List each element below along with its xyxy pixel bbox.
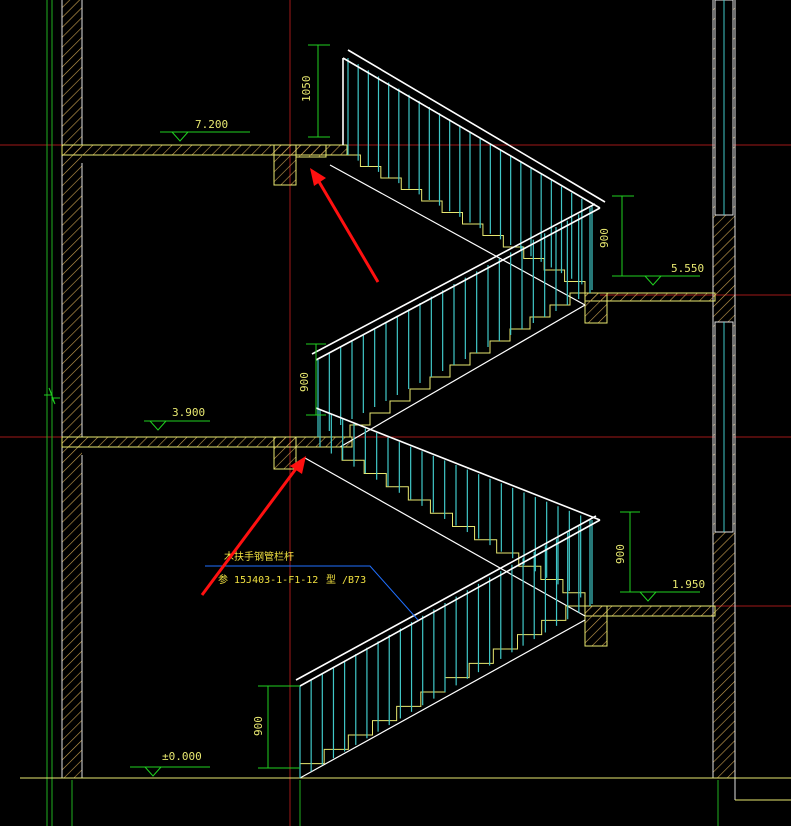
dimension-label-rail-mid: 900 — [298, 372, 311, 392]
elevation-label-upper-landing: 5.550 — [671, 262, 704, 275]
dimension-label-rail-upper-landing: 900 — [598, 228, 611, 248]
elevation-label-mid: 3.900 — [172, 406, 205, 419]
dimension-label-rail-lower-landing: 900 — [614, 544, 627, 564]
handrails — [295, 49, 606, 687]
flight-upper-mid-soffit — [339, 304, 586, 448]
arrow-lower — [200, 465, 300, 596]
railing-annotation: 木扶手钢管栏杆 参 15J403-1-F1-12 型 /B73 — [205, 550, 419, 621]
flight-top-soffit — [329, 164, 586, 306]
elevation-label-ground: ±0.000 — [162, 750, 202, 763]
left-wall — [61, 0, 83, 778]
flight-mid-steps — [320, 446, 586, 606]
red-arrows — [200, 168, 380, 596]
elevation-label-top: 7.200 — [195, 118, 228, 131]
arrow-upper — [316, 179, 380, 283]
annotation-reference: 参 15J403-1-F1-12 — [218, 573, 318, 586]
landing-lower — [584, 605, 716, 647]
floor-slab-top — [61, 144, 348, 186]
flight-bottom-soffit — [299, 619, 586, 779]
elevation-marks — [130, 131, 700, 777]
flight-upper-mid-steps — [349, 292, 590, 437]
dimension-label-rail-top: 1050 — [300, 76, 313, 103]
flight-mid-soffit — [304, 457, 586, 617]
guide-lines — [46, 0, 719, 826]
floor-slab-mid — [61, 436, 353, 470]
arrow-lower-head — [290, 456, 306, 474]
baluster-groups — [299, 58, 593, 778]
arrow-upper-head — [310, 168, 326, 186]
annotation-title: 木扶手钢管栏杆 — [224, 550, 294, 563]
flight-top-steps — [340, 154, 586, 293]
break-symbol — [44, 387, 60, 405]
elevation-label-lower-landing: 1.950 — [672, 578, 705, 591]
dimension-lines — [258, 44, 640, 769]
annotation-page: 型 /B73 — [326, 573, 366, 586]
landing-upper — [584, 292, 716, 324]
dimension-label-rail-bottom: 900 — [252, 716, 265, 736]
right-wall — [712, 0, 791, 801]
